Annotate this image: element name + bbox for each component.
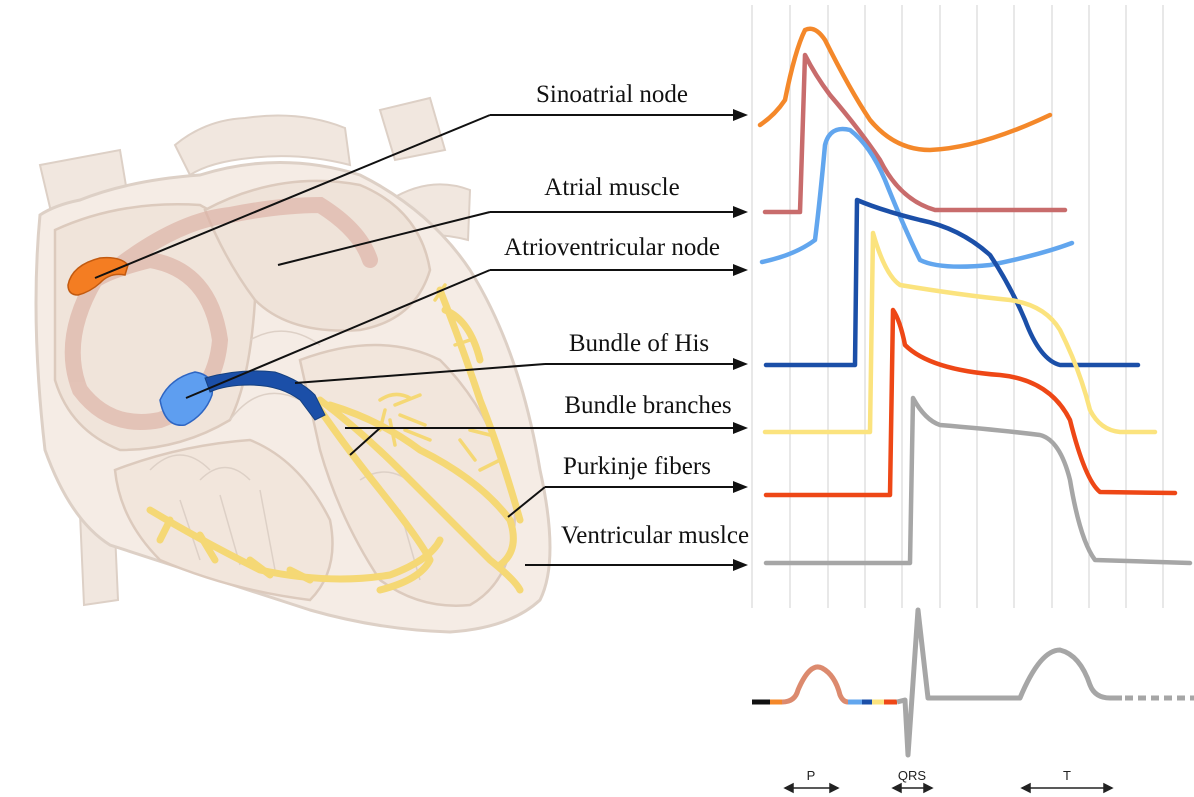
arrowhead-atrial-muscle <box>733 206 748 218</box>
ecg-p-wave <box>782 667 848 702</box>
ecg-qrs-complex <box>897 610 1122 755</box>
label-ventricular-muscle: Ventricular muslce <box>561 522 749 549</box>
curve-bundle-branches <box>765 233 1155 432</box>
curve-sinoatrial-secondary <box>765 55 1065 212</box>
arrowhead-av-node <box>733 264 748 276</box>
label-bundle-branches: Bundle branches <box>564 392 731 419</box>
ecg-qrs-label: QRS <box>898 768 927 783</box>
curve-av-node <box>766 200 1138 365</box>
qrs-interval-arrow <box>893 784 932 792</box>
pulmonary-artery <box>380 98 445 160</box>
timing-grid <box>752 5 1163 608</box>
arrowhead-bundle-branches <box>733 422 748 434</box>
heart-illustration <box>36 98 550 632</box>
arrowhead-ventricular-muscle <box>733 559 748 571</box>
p-interval-arrow <box>785 784 838 792</box>
ecg-p-label: P <box>807 768 816 783</box>
ecg-t-label: T <box>1063 768 1071 783</box>
label-bundle-of-his: Bundle of His <box>569 330 709 357</box>
label-purkinje-fibers: Purkinje fibers <box>563 453 711 480</box>
label-sinoatrial-node: Sinoatrial node <box>536 81 688 108</box>
ecg-interval-markers <box>785 784 1112 792</box>
leader-arrowheads <box>733 109 748 571</box>
arrowhead-bundle-his <box>733 358 748 370</box>
arrowhead-sa-node <box>733 109 748 121</box>
curve-purkinje-fibers <box>766 310 1175 495</box>
label-atrial-muscle: Atrial muscle <box>544 174 679 201</box>
t-interval-arrow <box>1022 784 1112 792</box>
label-atrioventricular-node: Atrioventricular node <box>504 234 720 261</box>
ecg-trace <box>752 610 1194 755</box>
arrowhead-purkinje <box>733 481 748 493</box>
